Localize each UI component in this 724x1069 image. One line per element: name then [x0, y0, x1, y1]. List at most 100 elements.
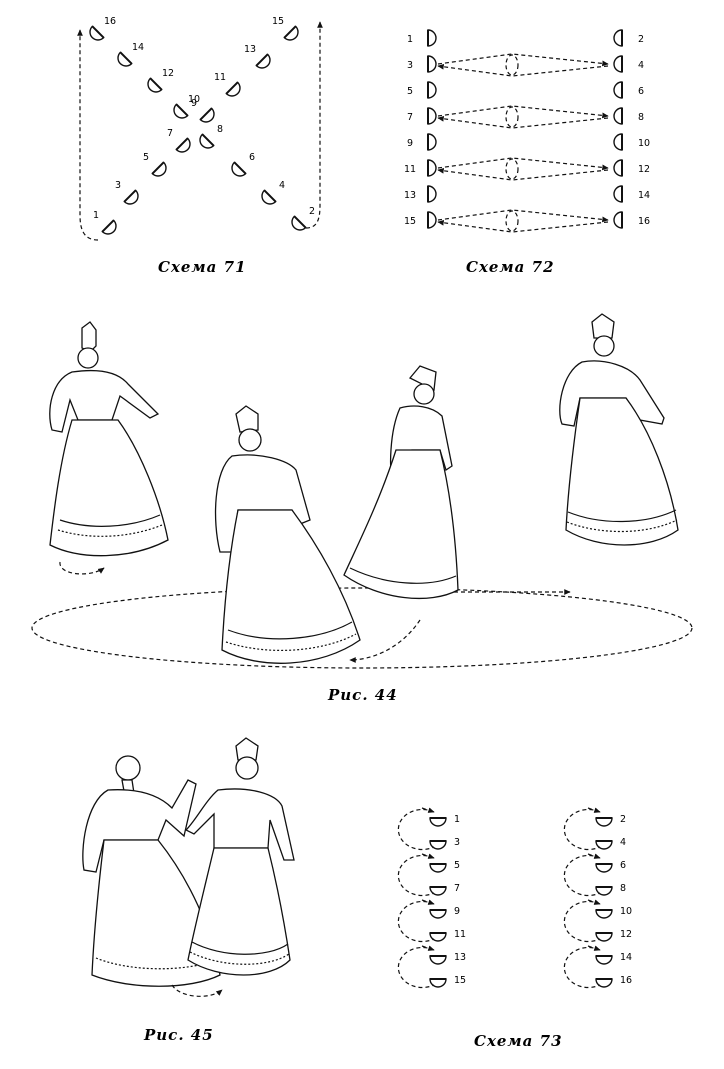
- exchange-arrow-left-3: [437, 115, 609, 129]
- exchange-arrow-right-7: [437, 209, 609, 223]
- scheme-72-caption: Схема 72: [466, 258, 555, 276]
- right-column-number-4: 4: [638, 60, 644, 71]
- exchange-arrow-left-5: [437, 167, 609, 181]
- right-return-path-arrow: [305, 21, 323, 229]
- left-column-dancer-15: [427, 211, 437, 229]
- pair-turn-arrow: [171, 984, 223, 997]
- right-turn-circle-2: [563, 854, 601, 897]
- right-column-number-14: 14: [638, 190, 650, 201]
- right-number-4: 4: [620, 837, 626, 848]
- right-dancer-6: [595, 863, 613, 873]
- right-number-12: 12: [620, 929, 632, 940]
- dancer-number-3: 3: [115, 180, 121, 191]
- right-number-16: 16: [620, 975, 632, 986]
- left-column-dancer-5: [427, 81, 437, 99]
- right-dancer-12: [595, 932, 613, 942]
- left-turn-circle-3: [397, 900, 435, 943]
- left-turn-arrow-3: [421, 899, 435, 905]
- dancer-symbol-7: [175, 137, 191, 153]
- left-dancer-11: [429, 932, 447, 942]
- figure-44-dancers-illustration: [31, 313, 693, 669]
- dancer-number-11: 11: [214, 72, 226, 83]
- left-column-number-15: 15: [404, 216, 416, 227]
- left-column-dancer-9: [427, 133, 437, 151]
- dancer-symbol-5: [151, 161, 167, 177]
- dancer-symbol-2: [291, 215, 307, 231]
- inner-turn-arrow: [349, 619, 421, 663]
- dancer-symbol-11: [225, 81, 241, 97]
- right-column-dancer-8: [613, 107, 623, 125]
- right-column-number-10: 10: [638, 138, 650, 149]
- dancer-back-view: [82, 755, 221, 987]
- dancer-number-1: 1: [93, 210, 99, 221]
- dancer-number-5: 5: [143, 152, 149, 163]
- right-turn-arrow-2: [587, 853, 601, 859]
- left-dancer-turn-arrow: [59, 561, 105, 575]
- right-number-10: 10: [620, 906, 632, 917]
- left-turn-circle-1: [397, 808, 435, 851]
- dancer-symbol-12: [147, 77, 163, 93]
- right-number-2: 2: [620, 814, 626, 825]
- exchange-arrow-right-3: [437, 105, 609, 119]
- dancer-front-view: [184, 737, 295, 976]
- right-column-number-6: 6: [638, 86, 644, 97]
- left-column-number-5: 5: [407, 86, 413, 97]
- left-column-number-13: 13: [404, 190, 416, 201]
- dancer-symbol-16: [89, 25, 105, 41]
- right-column-dancer-4: [613, 55, 623, 73]
- left-dancer-9: [429, 909, 447, 919]
- dancer-number-10: 10: [188, 94, 200, 105]
- dancer-symbol-10: [173, 103, 189, 119]
- right-column-dancer-2: [613, 29, 623, 47]
- dancer-number-16: 16: [104, 16, 116, 27]
- right-dancer-4: [595, 840, 613, 850]
- left-number-13: 13: [454, 952, 466, 963]
- right-number-8: 8: [620, 883, 626, 894]
- dancer-symbol-15: [283, 25, 299, 41]
- left-column-dancer-1: [427, 29, 437, 47]
- left-turn-circle-2: [397, 854, 435, 897]
- dancer-symbol-3: [123, 189, 139, 205]
- right-column-number-16: 16: [638, 216, 650, 227]
- dancer-number-8: 8: [217, 124, 223, 135]
- right-dancer-16: [595, 978, 613, 988]
- left-number-3: 3: [454, 837, 460, 848]
- dancer-center-front: [214, 405, 361, 664]
- left-dancer-3: [429, 840, 447, 850]
- right-dancer-2: [595, 817, 613, 827]
- right-column-number-2: 2: [638, 34, 644, 45]
- left-column-number-9: 9: [407, 138, 413, 149]
- dancer-left: [49, 321, 169, 557]
- circle-path-oval: [31, 587, 693, 669]
- left-turn-circle-4: [397, 946, 435, 989]
- dancer-number-4: 4: [279, 180, 285, 191]
- left-number-7: 7: [454, 883, 460, 894]
- figure-44-caption: Рис. 44: [327, 686, 398, 704]
- dancer-symbol-9: [199, 107, 215, 123]
- exchange-crossing-1: [505, 54, 519, 76]
- dancer-number-13: 13: [244, 44, 256, 55]
- left-turn-arrow-4: [421, 945, 435, 951]
- dancer-symbol-14: [117, 51, 133, 67]
- right-number-14: 14: [620, 952, 632, 963]
- exchange-arrow-right-5: [437, 157, 609, 171]
- dancer-number-2: 2: [309, 206, 315, 217]
- left-turn-arrow-1: [421, 807, 435, 813]
- scheme-73-caption: Схема 73: [474, 1032, 563, 1050]
- right-dancer-8: [595, 886, 613, 896]
- left-turn-arrow-2: [421, 853, 435, 859]
- exchange-arrow-left-7: [437, 219, 609, 233]
- exchange-arrow-left-1: [437, 63, 609, 77]
- left-dancer-15: [429, 978, 447, 988]
- right-turn-arrow-1: [587, 807, 601, 813]
- right-turn-arrow-3: [587, 899, 601, 905]
- dancer-symbol-13: [255, 53, 271, 69]
- right-turn-arrow-4: [587, 945, 601, 951]
- left-column-dancer-3: [427, 55, 437, 73]
- dancer-number-7: 7: [167, 128, 173, 139]
- left-column-dancer-13: [427, 185, 437, 203]
